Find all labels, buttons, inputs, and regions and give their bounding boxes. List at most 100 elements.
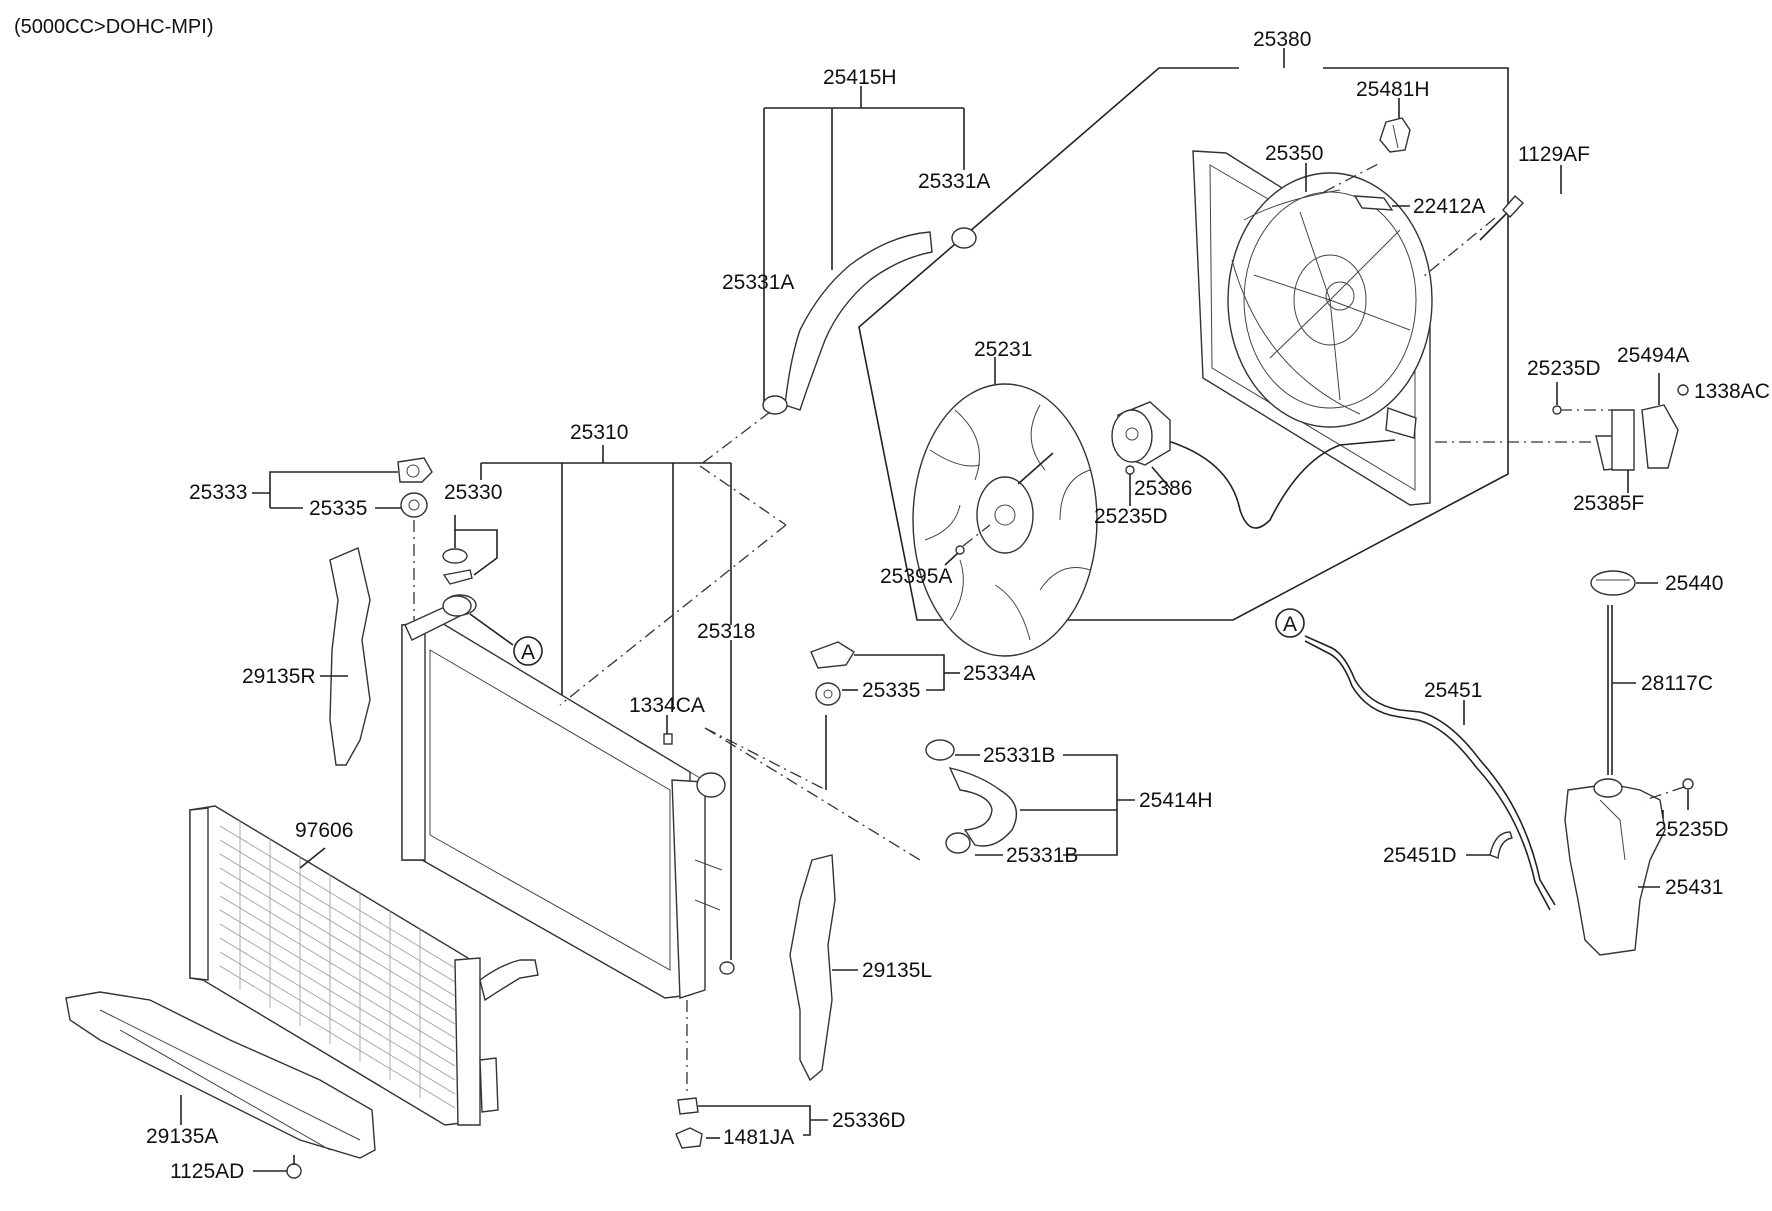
callout-25336D: 25336D bbox=[832, 1109, 906, 1132]
bolt-25235D-tank bbox=[1682, 778, 1694, 810]
ac-condenser-97606 bbox=[189, 805, 539, 1126]
screw-25235D-right bbox=[1552, 405, 1562, 415]
clip-1334CA bbox=[663, 733, 673, 745]
clip-25481H bbox=[1379, 117, 1411, 153]
callout-1334CA: 1334CA bbox=[629, 694, 705, 717]
callout-25331B-top: 25331B bbox=[983, 744, 1055, 767]
hose-25451D bbox=[1489, 831, 1513, 859]
callout-25235D-tank: 25235D bbox=[1655, 818, 1729, 841]
radiator-core bbox=[401, 594, 735, 999]
grommet-25335-mid bbox=[815, 682, 841, 706]
hose-clamp-25331A-top bbox=[951, 227, 977, 249]
callout-25451D: 25451D bbox=[1383, 844, 1457, 867]
hose-clamp-25331A-left bbox=[762, 395, 788, 415]
fan-motor-25386 bbox=[1111, 401, 1171, 466]
callout-25431: 25431 bbox=[1665, 876, 1723, 899]
drain-plug-1481JA bbox=[675, 1127, 703, 1149]
dash-25395A bbox=[962, 524, 991, 547]
filler-neck bbox=[442, 595, 472, 617]
air-guard-29135R bbox=[329, 547, 371, 766]
callout-1129AF: 1129AF bbox=[1518, 143, 1590, 166]
callout-25235D-mid: 25235D bbox=[1094, 505, 1168, 528]
callout-25334A: 25334A bbox=[963, 662, 1035, 685]
callout-29135A: 29135A bbox=[146, 1125, 218, 1148]
dash-lower-hose bbox=[704, 727, 921, 861]
leader-25231b bbox=[1017, 452, 1054, 485]
leader-markerA-left bbox=[469, 613, 514, 646]
air-guard-29135L bbox=[789, 854, 836, 1082]
marker-A-right bbox=[1275, 608, 1305, 638]
nut-1338AC bbox=[1677, 384, 1689, 396]
bolt-1129AF bbox=[1479, 195, 1525, 241]
marker-A-right-label: A bbox=[1283, 613, 1297, 636]
dash-1129AF bbox=[1423, 217, 1496, 277]
marker-A-left-label: A bbox=[521, 641, 535, 664]
callout-25414H: 25414H bbox=[1139, 789, 1213, 812]
overflow-hose-25451-b bbox=[1304, 640, 1551, 911]
radiator-cap-25333 bbox=[397, 457, 433, 483]
dash-upper-hose bbox=[699, 411, 771, 466]
cooling-fan-blade bbox=[912, 383, 1098, 657]
leader-97606 bbox=[299, 847, 326, 869]
fan-motor-cable bbox=[1164, 439, 1396, 529]
callout-28117C: 28117C bbox=[1641, 672, 1713, 695]
dash-25335-mid bbox=[704, 727, 827, 791]
engine-spec-label: (5000CC>DOHC-MPI) bbox=[14, 16, 213, 38]
callout-25451: 25451 bbox=[1424, 679, 1482, 702]
callout-22412A: 22412A bbox=[1413, 195, 1485, 218]
screw-25395A bbox=[955, 545, 965, 555]
callout-25335-left: 25335 bbox=[309, 497, 367, 520]
cap-25334A bbox=[810, 641, 855, 669]
callout-25318: 25318 bbox=[697, 620, 755, 643]
dash-25318 bbox=[699, 465, 787, 526]
screw-25235D-motor bbox=[1125, 465, 1135, 475]
bolt-1125AD bbox=[286, 1155, 302, 1179]
callout-25331A-top: 25331A bbox=[918, 170, 990, 193]
lower-air-guard-ribs bbox=[99, 1009, 361, 1151]
callout-25385F: 25385F bbox=[1573, 492, 1644, 515]
leader-25386 bbox=[1151, 466, 1171, 489]
overflow-hose-25451 bbox=[1304, 635, 1556, 906]
callout-25235D-right: 25235D bbox=[1527, 357, 1601, 380]
leader-25350 bbox=[1323, 162, 1381, 193]
callout-25350: 25350 bbox=[1265, 142, 1323, 165]
callout-25380: 25380 bbox=[1253, 28, 1311, 51]
callout-25440: 25440 bbox=[1665, 572, 1723, 595]
callout-25395A: 25395A bbox=[880, 565, 952, 588]
hose-clamp-25331B-top bbox=[925, 739, 955, 761]
leader-25414H bbox=[1063, 754, 1118, 856]
reservoir-cap-25440 bbox=[1590, 570, 1636, 596]
coolant-reservoir-25431 bbox=[1564, 778, 1666, 956]
callout-25335-mid: 25335 bbox=[862, 679, 920, 702]
dash-25235D-tank bbox=[1644, 786, 1685, 801]
callout-29135R: 29135R bbox=[242, 665, 316, 688]
callout-25386: 25386 bbox=[1134, 477, 1192, 500]
leader-25330 bbox=[454, 515, 498, 576]
callout-25331A-left: 25331A bbox=[722, 271, 794, 294]
hose-clamp-25331B-bot bbox=[945, 832, 971, 854]
lower-air-guard-29135A bbox=[65, 991, 376, 1159]
callout-97606: 97606 bbox=[295, 819, 353, 842]
callout-25310: 25310 bbox=[570, 421, 628, 444]
callout-1338AC: 1338AC bbox=[1694, 380, 1770, 403]
callout-25481H: 25481H bbox=[1356, 78, 1430, 101]
dash-25318b bbox=[559, 524, 787, 706]
upper-radiator-hose bbox=[784, 231, 933, 411]
callout-29135L: 29135L bbox=[862, 959, 932, 982]
callout-25330: 25330 bbox=[444, 481, 502, 504]
fan-shroud bbox=[1192, 150, 1433, 506]
leader-25395A bbox=[944, 552, 959, 566]
callout-25231: 25231 bbox=[974, 338, 1032, 361]
connector-bracket-25385F bbox=[1595, 404, 1679, 471]
drain-plug-25336D bbox=[677, 1097, 699, 1115]
leader-25333 bbox=[269, 471, 398, 493]
callout-1125AD: 1125AD bbox=[170, 1160, 244, 1183]
label-sticker-22412A bbox=[1353, 195, 1394, 211]
callout-25331B-bot: 25331B bbox=[1006, 844, 1078, 867]
callout-1481JA: 1481JA bbox=[723, 1126, 794, 1149]
marker-A-left bbox=[513, 636, 543, 666]
grommet-25335-left bbox=[400, 492, 428, 518]
gasket-25330 bbox=[442, 548, 473, 585]
callout-25333: 25333 bbox=[189, 481, 247, 504]
